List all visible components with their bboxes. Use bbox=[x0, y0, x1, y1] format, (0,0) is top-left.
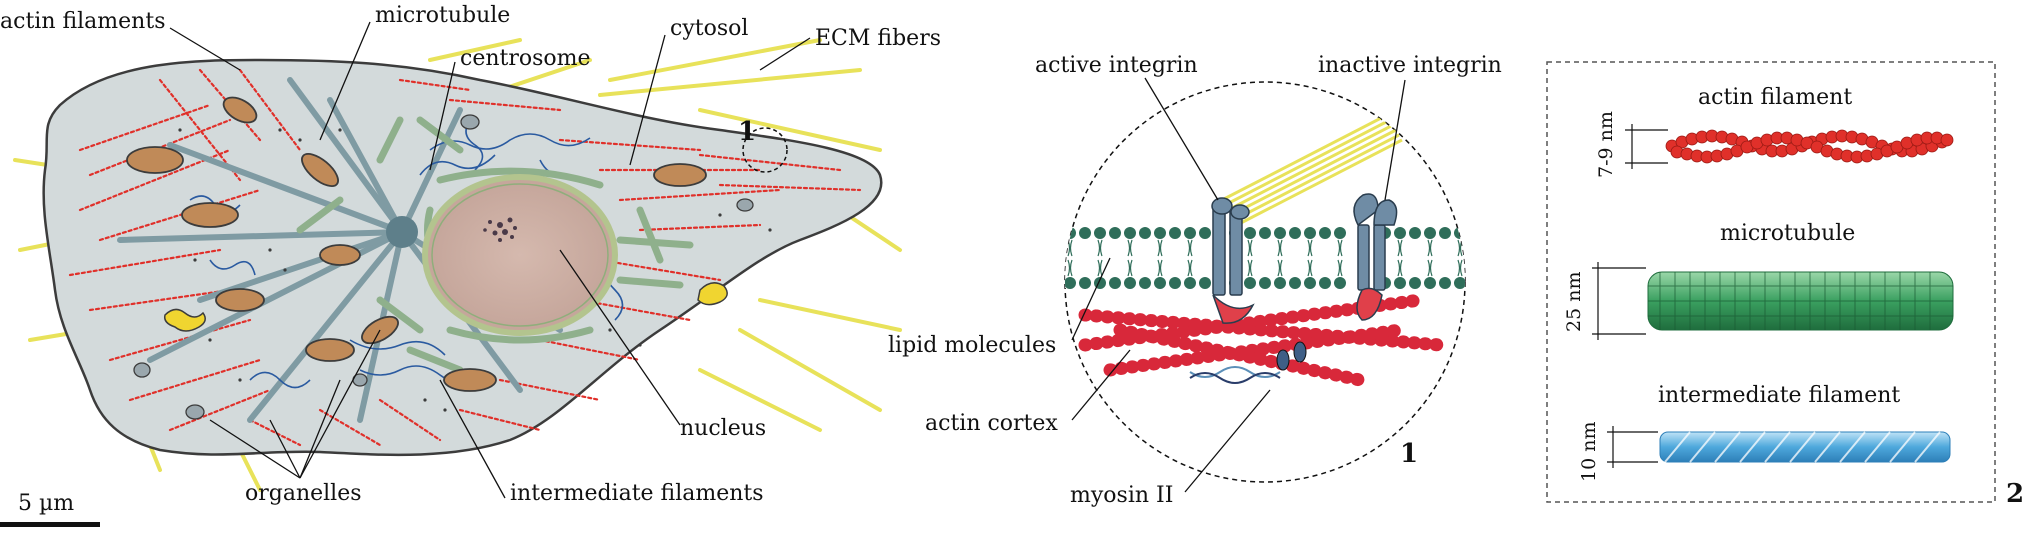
dimension-actin: 7-9 nm bbox=[1595, 111, 1617, 178]
label-intermediate-filament: intermediate filament bbox=[1658, 383, 1900, 408]
label-active-integrin: active integrin bbox=[1035, 53, 1198, 78]
yellow-vesicles bbox=[163, 282, 728, 332]
label-actin-cortex: actin cortex bbox=[925, 411, 1058, 436]
cell-leader-lines bbox=[169, 21, 811, 499]
label-nucleus: nucleus bbox=[680, 416, 766, 441]
nucleus bbox=[422, 174, 618, 336]
microtubules bbox=[117, 77, 563, 423]
active-integrin bbox=[1211, 197, 1255, 324]
filament-panel-frame bbox=[1546, 61, 1996, 503]
label-actin-filament: actin filament bbox=[1698, 85, 1852, 110]
intermediate-filament-drawing bbox=[1607, 426, 1951, 468]
membrane-leader-lines bbox=[1071, 77, 1406, 493]
inactive-integrin bbox=[1353, 193, 1398, 321]
centrosome-aster bbox=[386, 216, 418, 248]
nucleolus bbox=[483, 217, 517, 242]
dimension-intermediate: 10 nm bbox=[1578, 422, 1600, 482]
label-organelles: organelles bbox=[245, 481, 362, 506]
nuclear-envelope bbox=[431, 183, 609, 327]
filament-panel-number: 2 bbox=[2006, 479, 2024, 509]
label-intermediate-filaments: intermediate filaments bbox=[510, 481, 764, 506]
label-myosin-ii: myosin II bbox=[1070, 483, 1173, 508]
ecm-fiber-bundle bbox=[1221, 113, 1403, 227]
membrane-panel-number: 1 bbox=[1400, 439, 1418, 469]
scale-bar bbox=[0, 522, 100, 527]
cytosol-particles bbox=[178, 128, 772, 412]
label-centrosome: centrosome bbox=[460, 46, 591, 71]
cell-diagram bbox=[13, 38, 902, 492]
microtubule-drawing bbox=[1592, 262, 1954, 340]
filament-comparison bbox=[1546, 61, 1996, 503]
label-inactive-integrin: inactive integrin bbox=[1318, 53, 1502, 78]
mitochondria bbox=[126, 96, 707, 392]
cell-callout-number: 1 bbox=[738, 117, 756, 147]
lipid-bilayer bbox=[1065, 227, 1465, 289]
actin-stress-fibers bbox=[68, 68, 862, 447]
label-actin-filaments: actin filaments bbox=[0, 9, 165, 34]
label-ecm-fibers: ECM fibers bbox=[815, 26, 941, 51]
scale-bar-label: 5 µm bbox=[18, 491, 74, 516]
grey-organelles bbox=[133, 114, 754, 420]
label-microtubule-filament: microtubule bbox=[1720, 221, 1855, 246]
label-cytosol: cytosol bbox=[670, 16, 748, 41]
membrane-zoom bbox=[1064, 81, 1466, 483]
label-lipid-molecules: lipid molecules bbox=[888, 333, 1056, 358]
myosin-ii bbox=[1189, 341, 1307, 384]
callout-region bbox=[742, 127, 788, 173]
dimension-microtubule: 25 nm bbox=[1563, 272, 1585, 332]
label-microtubule: microtubule bbox=[375, 3, 510, 28]
actin-filament-drawing bbox=[1625, 124, 1954, 169]
